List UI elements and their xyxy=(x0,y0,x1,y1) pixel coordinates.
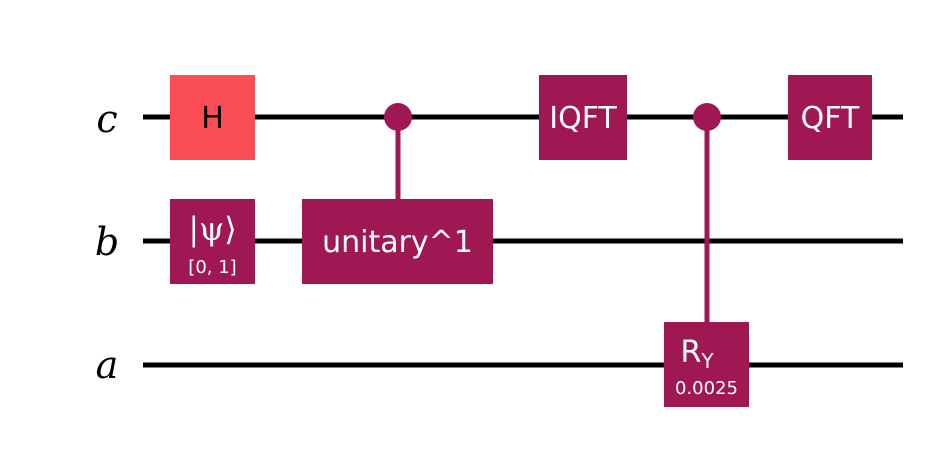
qft-gate-label: QFT xyxy=(801,101,860,136)
iqft-gate-label: IQFT xyxy=(549,101,617,136)
wire-label-b: b xyxy=(95,220,119,264)
qft-gate: QFT xyxy=(788,75,872,160)
ry-gate-label-main: R xyxy=(680,335,701,370)
wire-label-a: a xyxy=(96,343,119,387)
iqft-gate: IQFT xyxy=(539,75,627,160)
h-gate-label: H xyxy=(201,101,224,136)
initialize-gate-param: [0, 1] xyxy=(188,257,236,278)
ry-control-dot xyxy=(693,103,721,131)
initialize-gate-box xyxy=(170,199,255,284)
unitary-gate-box xyxy=(302,199,493,284)
initialize-gate-label: |ψ⟩ xyxy=(188,210,236,248)
h-gate: H xyxy=(170,75,255,160)
wire-label-c: c xyxy=(96,97,117,141)
ry-gate-label-sub: Y xyxy=(700,349,714,373)
initialize-gate: |ψ⟩ [0, 1] xyxy=(170,199,255,284)
ry-gate-label: RY xyxy=(680,335,714,373)
unitary-gate-label: unitary^1 xyxy=(322,225,473,260)
h-gate-box xyxy=(170,75,255,160)
qft-gate-box xyxy=(788,75,872,160)
ry-gate-box xyxy=(664,322,749,407)
ry-gate-param: 0.0025 xyxy=(675,378,738,399)
controlled-unitary: unitary^1 xyxy=(302,103,493,284)
iqft-gate-box xyxy=(539,75,627,160)
unitary-control-dot xyxy=(384,103,412,131)
controlled-ry: RY 0.0025 xyxy=(664,103,749,407)
